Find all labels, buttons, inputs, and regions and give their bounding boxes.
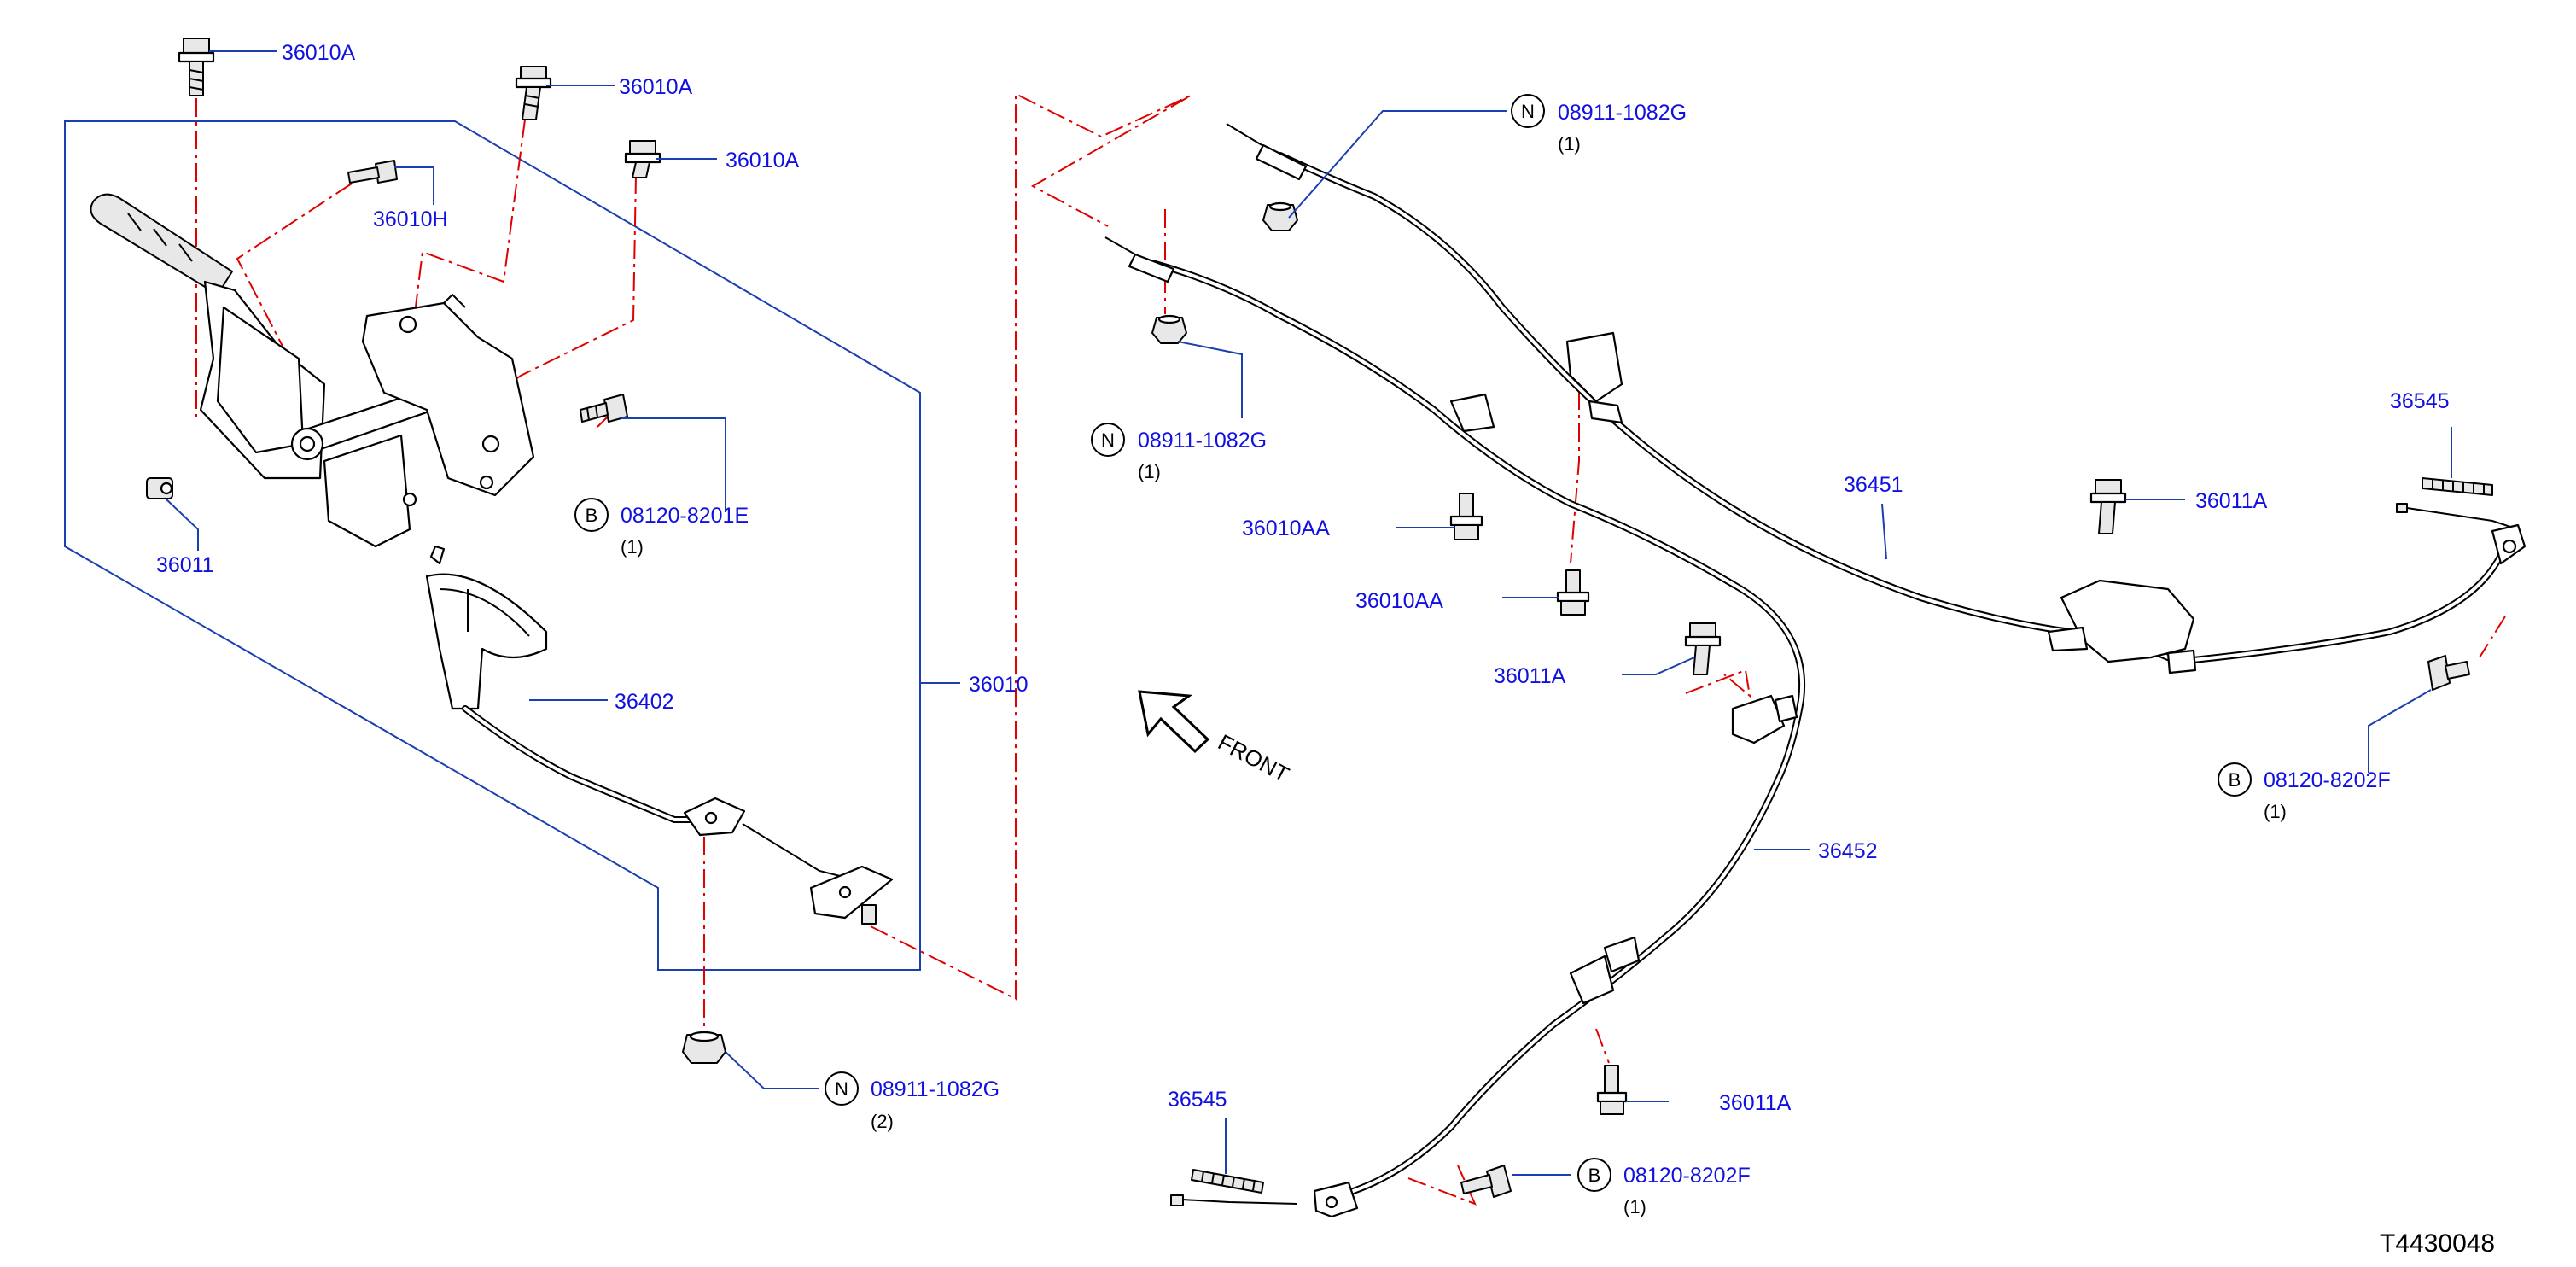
label-36545-left: 36545 (1168, 1088, 1227, 1112)
label-08911-top: 08911-1082G (1558, 101, 1687, 125)
nut-08911-bottom (682, 1031, 726, 1064)
svg-text:N: N (1101, 429, 1115, 451)
callout-labels: 36010A 36010A 36010A 36010H 36011 08120-… (156, 41, 2495, 1258)
front-label: FRONT (1214, 729, 1293, 788)
label-36011a-right: 36011A (2195, 489, 2268, 513)
label-08120-8202f-bottom: 08120-8202F (1623, 1164, 1751, 1188)
label-36010a-1: 36010A (282, 41, 356, 65)
n-symbol-08911-top (1511, 94, 1545, 128)
bolt-36010aa-2 (1556, 569, 1590, 616)
callout-symbols: B N N N B B (574, 94, 2252, 1192)
label-36011: 36011 (156, 553, 214, 577)
label-36010a-3: 36010A (726, 149, 800, 172)
svg-text:N: N (835, 1078, 848, 1100)
label-08120-8201e: 08120-8201E (621, 504, 749, 528)
front-cable-36402 (425, 545, 894, 925)
qty-08911-top: (1) (1558, 133, 1581, 155)
n-symbol-08911-mid (1091, 423, 1125, 457)
label-36545-right: 36545 (2390, 389, 2450, 413)
spring-36545-left (1191, 1169, 1264, 1194)
bolt-36011a-bottom (1596, 1065, 1628, 1115)
label-36451: 36451 (1844, 473, 1903, 497)
front-direction-indicator: FRONT (1138, 690, 1293, 788)
label-36011a-mid: 36011A (1494, 664, 1566, 688)
b-symbol-08120-8202f-right (2218, 762, 2252, 797)
bolt-08120-8201e (580, 394, 628, 423)
label-36452: 36452 (1818, 839, 1878, 863)
label-08120-8202f-right: 08120-8202F (2264, 768, 2391, 792)
bolt-36011a-right (2089, 479, 2127, 534)
svg-text:B: B (2229, 769, 2241, 791)
b-symbol-08120-8201e (574, 498, 609, 532)
spring-36545-right (2422, 477, 2493, 496)
bolt-36010aa-1 (1449, 493, 1483, 540)
label-36010aa-1: 36010AA (1242, 517, 1330, 540)
label-36402: 36402 (615, 690, 674, 714)
qty-08120-8201e: (1) (621, 536, 644, 558)
qty-08911-mid: (1) (1138, 461, 1161, 482)
assembly-36010-boundary (64, 120, 921, 971)
qty-08120-8202f-right: (1) (2264, 801, 2287, 822)
bolt-36010a-2 (515, 66, 552, 120)
bolt-36011a-mid (1684, 622, 1722, 675)
svg-text:N: N (1521, 101, 1535, 122)
qty-08911-bottom: (2) (871, 1111, 894, 1132)
label-36010h: 36010H (373, 207, 448, 231)
label-36010aa-2: 36010AA (1355, 589, 1443, 613)
label-36011a-bottom: 36011A (1719, 1091, 1792, 1115)
bolt-36010a-1 (178, 38, 215, 96)
bolt-08120-8202f-right (2427, 655, 2470, 691)
bolt-36010a-3 (624, 140, 661, 178)
diagram-reference-code: T4430048 (2380, 1229, 2495, 1258)
svg-text:B: B (1588, 1165, 1601, 1186)
qty-08120-8202f-bottom: (1) (1623, 1196, 1646, 1217)
label-08911-mid: 08911-1082G (1138, 429, 1267, 452)
n-symbol-08911-bottom (825, 1071, 859, 1106)
bolt-08120-8202f-bottom (1460, 1165, 1512, 1198)
label-36010a-2: 36010A (619, 75, 693, 99)
bolt-36010h (347, 160, 398, 184)
parking-brake-lever-assembly (90, 193, 535, 548)
rear-cable-36451 (1226, 123, 2526, 674)
rear-cable-36452 (1104, 236, 1806, 1218)
leader-lines (166, 50, 2452, 1176)
front-arrow-icon (1138, 690, 1210, 754)
b-symbol-08120-8202f-bottom (1577, 1158, 1611, 1192)
label-36010: 36010 (969, 673, 1029, 697)
label-08911-bottom: 08911-1082G (871, 1077, 1000, 1101)
nut-08911-mid (1151, 314, 1187, 344)
svg-text:B: B (586, 505, 598, 526)
nut-08911-top (1262, 201, 1298, 231)
